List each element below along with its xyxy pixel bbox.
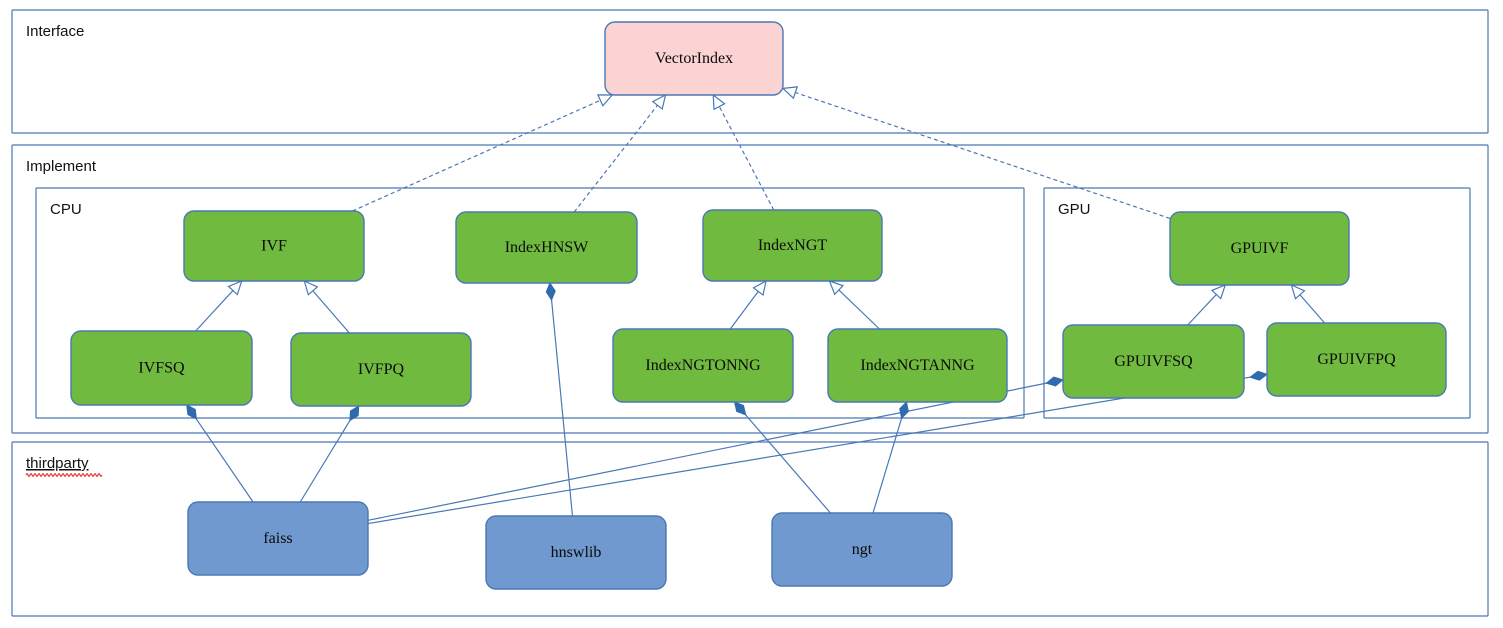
inheritance-arrow-icon bbox=[303, 279, 319, 296]
node-box-ivf[interactable] bbox=[183, 210, 365, 282]
edge-composition-faiss-to-gpuivfsq bbox=[367, 382, 1048, 521]
node-vectorindex[interactable]: VectorIndex bbox=[604, 21, 784, 96]
node-label-vectorindex: VectorIndex bbox=[655, 50, 733, 67]
node-label-indexngtanng: IndexNGTANNG bbox=[860, 357, 975, 374]
group-box-thirdparty bbox=[11, 441, 1489, 617]
inheritance-arrow-icon bbox=[597, 94, 614, 107]
node-label-indexngtonng: IndexNGTONNG bbox=[645, 357, 761, 374]
edge-composition-ngt-to-indexngtanng bbox=[872, 416, 903, 514]
inheritance-arrow-icon bbox=[752, 279, 767, 297]
inheritance-arrow-icon bbox=[1290, 283, 1306, 300]
node-box-indexngt[interactable] bbox=[702, 209, 883, 282]
node-box-indexngtonng[interactable] bbox=[612, 328, 794, 403]
node-label-ivfpq: IVFPQ bbox=[358, 361, 405, 378]
edge-realization-gpuivf-to-vectorindex bbox=[794, 91, 1171, 219]
edges bbox=[186, 86, 1326, 525]
node-ivf[interactable]: IVF bbox=[183, 210, 365, 282]
inheritance-arrow-icon bbox=[712, 93, 726, 111]
node-indexngt[interactable]: IndexNGT bbox=[702, 209, 883, 282]
edge-inheritance-gpuivfsq-to-gpuivf bbox=[1187, 293, 1218, 326]
node-label-faiss: faiss bbox=[263, 530, 292, 547]
node-label-indexngt: IndexNGT bbox=[758, 237, 828, 254]
composition-diamond-icon bbox=[1045, 376, 1065, 387]
composition-diamond-icon bbox=[349, 405, 360, 422]
inheritance-arrow-icon bbox=[828, 280, 845, 296]
node-label-gpuivf: GPUIVF bbox=[1231, 240, 1289, 257]
edge-realization-indexhnsw-to-vectorindex bbox=[573, 104, 659, 213]
node-box-ivfpq[interactable] bbox=[290, 332, 472, 407]
spellcheck-underline bbox=[25, 473, 103, 477]
node-ivfpq[interactable]: IVFPQ bbox=[290, 332, 472, 407]
node-box-gpuivfsq[interactable] bbox=[1062, 324, 1245, 399]
node-ivfsq[interactable]: IVFSQ bbox=[70, 330, 253, 406]
group-label-cpu: CPU bbox=[50, 201, 82, 218]
composition-diamond-icon bbox=[733, 401, 747, 416]
node-box-hnswlib[interactable] bbox=[485, 515, 667, 590]
composition-diamond-icon bbox=[186, 404, 197, 420]
node-box-indexngtanng[interactable] bbox=[827, 328, 1008, 403]
node-indexhnsw[interactable]: IndexHNSW bbox=[455, 211, 638, 284]
edge-composition-faiss-to-ivfpq bbox=[299, 419, 352, 503]
node-faiss[interactable]: faiss bbox=[187, 501, 369, 576]
edge-composition-ngt-to-indexngtonng bbox=[744, 413, 831, 514]
edge-composition-hnswlib-to-indexhnsw bbox=[550, 298, 574, 517]
composition-diamond-icon bbox=[899, 400, 909, 420]
edge-inheritance-gpuivfpq-to-gpuivf bbox=[1298, 293, 1326, 324]
node-hnswlib[interactable]: hnswlib bbox=[485, 515, 667, 590]
group-label-interface: Interface bbox=[26, 23, 84, 40]
edge-composition-faiss-to-ivfsq bbox=[195, 417, 254, 503]
node-box-faiss[interactable] bbox=[187, 501, 369, 576]
group-label-implement: Implement bbox=[26, 158, 97, 175]
node-label-ngt: ngt bbox=[852, 541, 873, 558]
edge-realization-ivf-to-vectorindex bbox=[352, 99, 602, 212]
node-box-vectorindex[interactable] bbox=[604, 21, 784, 96]
node-label-hnswlib: hnswlib bbox=[551, 544, 602, 561]
node-gpuivf[interactable]: GPUIVF bbox=[1169, 211, 1350, 286]
node-label-gpuivfpq: GPUIVFPQ bbox=[1317, 351, 1396, 368]
edge-inheritance-indexngtonng-to-indexngt bbox=[729, 290, 760, 330]
node-label-indexhnsw: IndexHNSW bbox=[505, 239, 589, 256]
node-label-ivfsq: IVFSQ bbox=[138, 360, 185, 377]
composition-diamond-icon bbox=[545, 281, 556, 301]
node-box-gpuivfpq[interactable] bbox=[1266, 322, 1447, 397]
group-label-gpu: GPU bbox=[1058, 201, 1091, 218]
edge-inheritance-ivfpq-to-ivf bbox=[311, 289, 350, 334]
node-label-ivf: IVF bbox=[261, 238, 287, 255]
node-box-gpuivf[interactable] bbox=[1169, 211, 1350, 286]
node-indexngtonng[interactable]: IndexNGTONNG bbox=[612, 328, 794, 403]
inheritance-arrow-icon bbox=[227, 279, 243, 296]
inheritance-arrow-icon bbox=[1210, 283, 1227, 300]
node-indexngtanng[interactable]: IndexNGTANNG bbox=[827, 328, 1008, 403]
edge-inheritance-ivfsq-to-ivf bbox=[195, 289, 235, 332]
composition-diamond-icon bbox=[1249, 370, 1269, 381]
node-box-ivfsq[interactable] bbox=[70, 330, 253, 406]
inheritance-arrow-icon bbox=[781, 86, 799, 100]
edge-realization-indexngt-to-vectorindex bbox=[718, 105, 775, 211]
node-box-ngt[interactable] bbox=[771, 512, 953, 587]
edge-composition-faiss-to-gpuivfpq bbox=[367, 376, 1252, 525]
node-label-gpuivfsq: GPUIVFSQ bbox=[1114, 353, 1193, 370]
node-gpuivfpq[interactable]: GPUIVFPQ bbox=[1266, 322, 1447, 397]
node-box-indexhnsw[interactable] bbox=[455, 211, 638, 284]
inheritance-arrow-icon bbox=[651, 93, 667, 110]
edge-inheritance-indexngtanng-to-indexngt bbox=[837, 288, 880, 330]
node-gpuivfsq[interactable]: GPUIVFSQ bbox=[1062, 324, 1245, 399]
node-ngt[interactable]: ngt bbox=[771, 512, 953, 587]
group-label-thirdparty: thirdparty bbox=[26, 455, 89, 472]
